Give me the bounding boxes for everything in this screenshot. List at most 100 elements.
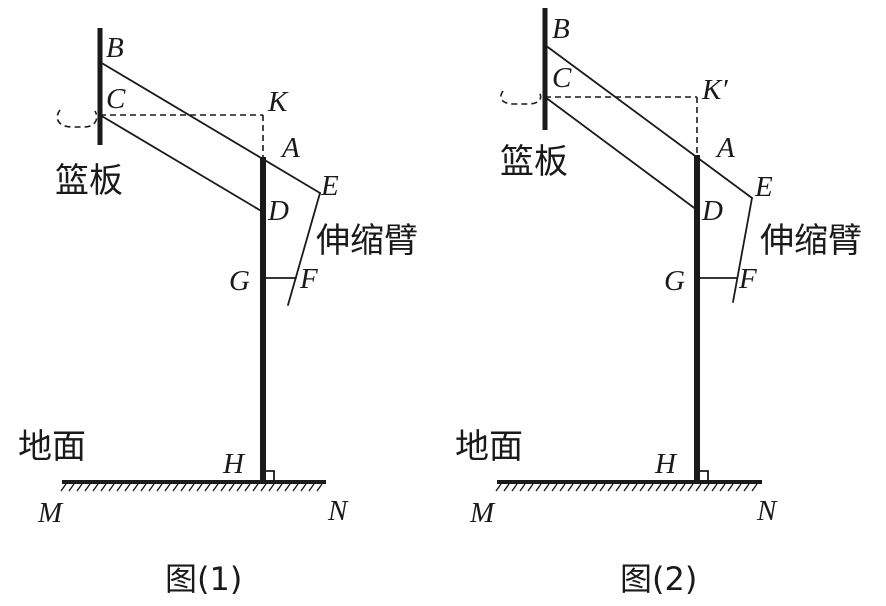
point-label-k: K (267, 86, 289, 118)
hatch-mark (284, 483, 291, 492)
hatch-mark (276, 483, 283, 492)
hatch-mark (92, 483, 99, 492)
point-label-m: M (37, 497, 64, 529)
point-label-e: E (320, 170, 339, 202)
hatch-mark (140, 483, 147, 492)
hatch-mark (108, 483, 115, 492)
hatch-mark (164, 483, 171, 492)
hatch-mark (116, 483, 123, 492)
hatch-mark (695, 483, 702, 492)
hatch-mark (679, 483, 686, 492)
hatch-mark (551, 483, 558, 492)
hatch-mark (527, 483, 534, 492)
hatch-mark (180, 483, 187, 492)
hatch-mark (623, 483, 630, 492)
figure-caption: 图(1) (165, 560, 242, 598)
hatch-mark (647, 483, 654, 492)
hatch-mark (188, 483, 195, 492)
ground-hatching (60, 483, 323, 492)
hatch-mark (132, 483, 139, 492)
point-label-h: H (222, 448, 246, 480)
hatch-mark (615, 483, 622, 492)
hatch-mark (503, 483, 510, 492)
hatch-mark (607, 483, 614, 492)
hatch-mark (68, 483, 75, 492)
hatch-mark (172, 483, 179, 492)
hatch-mark (196, 483, 203, 492)
hatch-mark (567, 483, 574, 492)
hatch-mark (308, 483, 315, 492)
point-label-b: B (106, 32, 124, 64)
hatch-mark (631, 483, 638, 492)
hatch-mark (100, 483, 107, 492)
hatch-mark (228, 483, 235, 492)
hatch-mark (244, 483, 251, 492)
telescopic-arm-ef (732, 197, 753, 303)
point-label-n: N (756, 495, 778, 527)
arm-label: 伸缩臂 (316, 221, 418, 261)
hatch-mark (751, 483, 758, 492)
hatch-mark (212, 483, 219, 492)
hatch-mark (639, 483, 646, 492)
point-label-c: C (552, 62, 572, 94)
point-label-d: D (701, 195, 723, 227)
point-label-a: A (715, 132, 735, 164)
backboard-label: 篮板 (500, 142, 568, 182)
hatch-mark (124, 483, 131, 492)
ground-hatching (495, 483, 758, 492)
point-label-d: D (267, 195, 289, 227)
hatch-mark (252, 483, 259, 492)
backboard-label: 篮板 (55, 161, 123, 201)
point-label-m: M (469, 497, 496, 529)
right-angle-mark (262, 470, 275, 483)
segment-bae (99, 61, 321, 194)
hatch-mark (156, 483, 163, 492)
hatch-mark (84, 483, 91, 492)
point-label-e: E (754, 171, 773, 203)
hatch-mark (236, 483, 243, 492)
hatch-mark (76, 483, 83, 492)
hatch-mark (260, 483, 267, 492)
segment-bae (544, 44, 753, 199)
hatch-mark (575, 483, 582, 492)
hatch-mark (703, 483, 710, 492)
segment-cd (544, 96, 698, 211)
hatch-mark (663, 483, 670, 492)
hatch-mark (543, 483, 550, 492)
point-label-g: G (664, 265, 685, 297)
point-label-c: C (106, 83, 126, 115)
figure-1: B C K A D E G F H M N 篮板 伸缩臂 地面 图(1) (18, 28, 418, 598)
point-label-n: N (327, 495, 349, 527)
point-label-b: B (552, 13, 570, 45)
point-label-h: H (654, 448, 678, 480)
hatch-mark (743, 483, 750, 492)
hatch-mark (316, 483, 323, 492)
hoop-dashed (56, 109, 98, 128)
hatch-mark (735, 483, 742, 492)
hoop-dashed (500, 90, 542, 105)
hatch-mark (204, 483, 211, 492)
point-label-f: F (299, 263, 318, 295)
hatch-mark (591, 483, 598, 492)
hatch-mark (148, 483, 155, 492)
point-label-a: A (280, 132, 300, 164)
hatch-mark (300, 483, 307, 492)
ground-label: 地面 (455, 427, 523, 467)
hatch-mark (535, 483, 542, 492)
hatch-mark (671, 483, 678, 492)
point-label-g: G (229, 265, 250, 297)
figure-2: B C K′ A D E G F H M N 篮板 伸缩臂 地面 图(2) (455, 8, 862, 598)
hatch-mark (559, 483, 566, 492)
hatch-mark (60, 483, 67, 492)
ground-label: 地面 (18, 427, 86, 467)
figure-caption: 图(2) (620, 560, 697, 598)
point-label-f: F (738, 263, 757, 295)
point-label-k-prime: K′ (701, 74, 728, 106)
hatch-mark (599, 483, 606, 492)
hatch-mark (711, 483, 718, 492)
hatch-mark (687, 483, 694, 492)
hatch-mark (719, 483, 726, 492)
right-angle-mark (696, 470, 709, 483)
hatch-mark (268, 483, 275, 492)
